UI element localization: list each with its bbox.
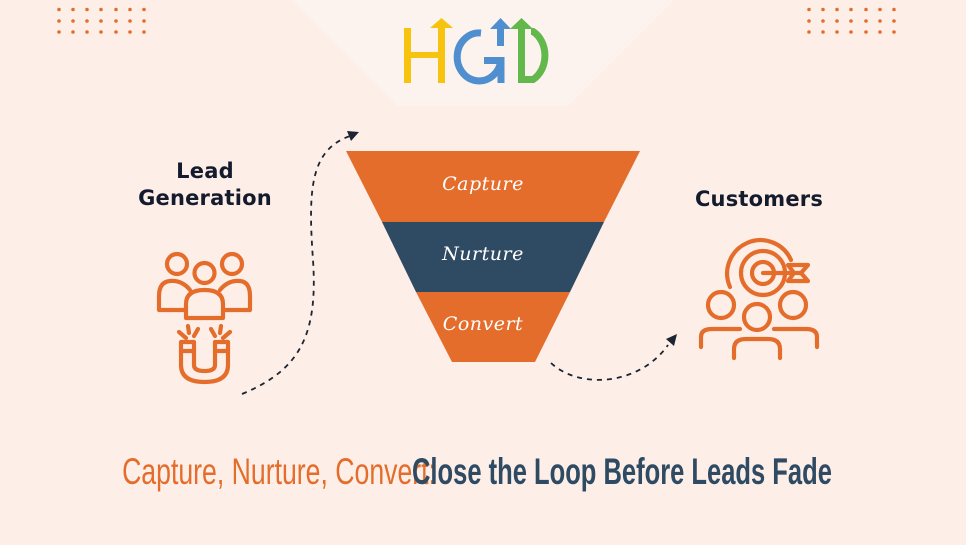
people-magnet-icon [156, 251, 253, 385]
funnel-stage-nurture [382, 222, 604, 292]
funnel-stage-capture [346, 151, 640, 222]
dot-grid-top-right [807, 7, 896, 34]
logo-letter-g [453, 18, 511, 85]
logo-letter-d [510, 18, 549, 83]
funnel-stage-convert [416, 292, 570, 362]
customers-title: Customers [694, 187, 824, 211]
funnel-label-nurture: Nurture [442, 243, 524, 265]
lead-generation-title: Lead Generation [110, 158, 300, 212]
arrowhead-icon [347, 131, 359, 141]
lead-generation-title-line2: Generation [138, 186, 272, 210]
dot-grid-top-left [57, 7, 146, 34]
headline-part-light: Capture, Nurture, Convert: [122, 451, 436, 492]
arrow-lead-to-funnel [241, 131, 359, 395]
arrowhead-icon [666, 334, 677, 346]
headline: Capture, Nurture, Convert: Close the Loo… [0, 449, 966, 495]
arrow-funnel-to-customers [550, 334, 677, 381]
hgd-logo: HGD [404, 18, 549, 85]
lead-generation-title-line1: Lead [176, 159, 234, 183]
target-audience-icon [698, 238, 820, 360]
funnel-label-convert: Convert [442, 313, 524, 335]
headline-part-bold: Close the Loop Before Leads Fade [412, 451, 832, 492]
funnel-label-capture: Capture [442, 173, 524, 195]
logo-letter-h [404, 18, 453, 83]
